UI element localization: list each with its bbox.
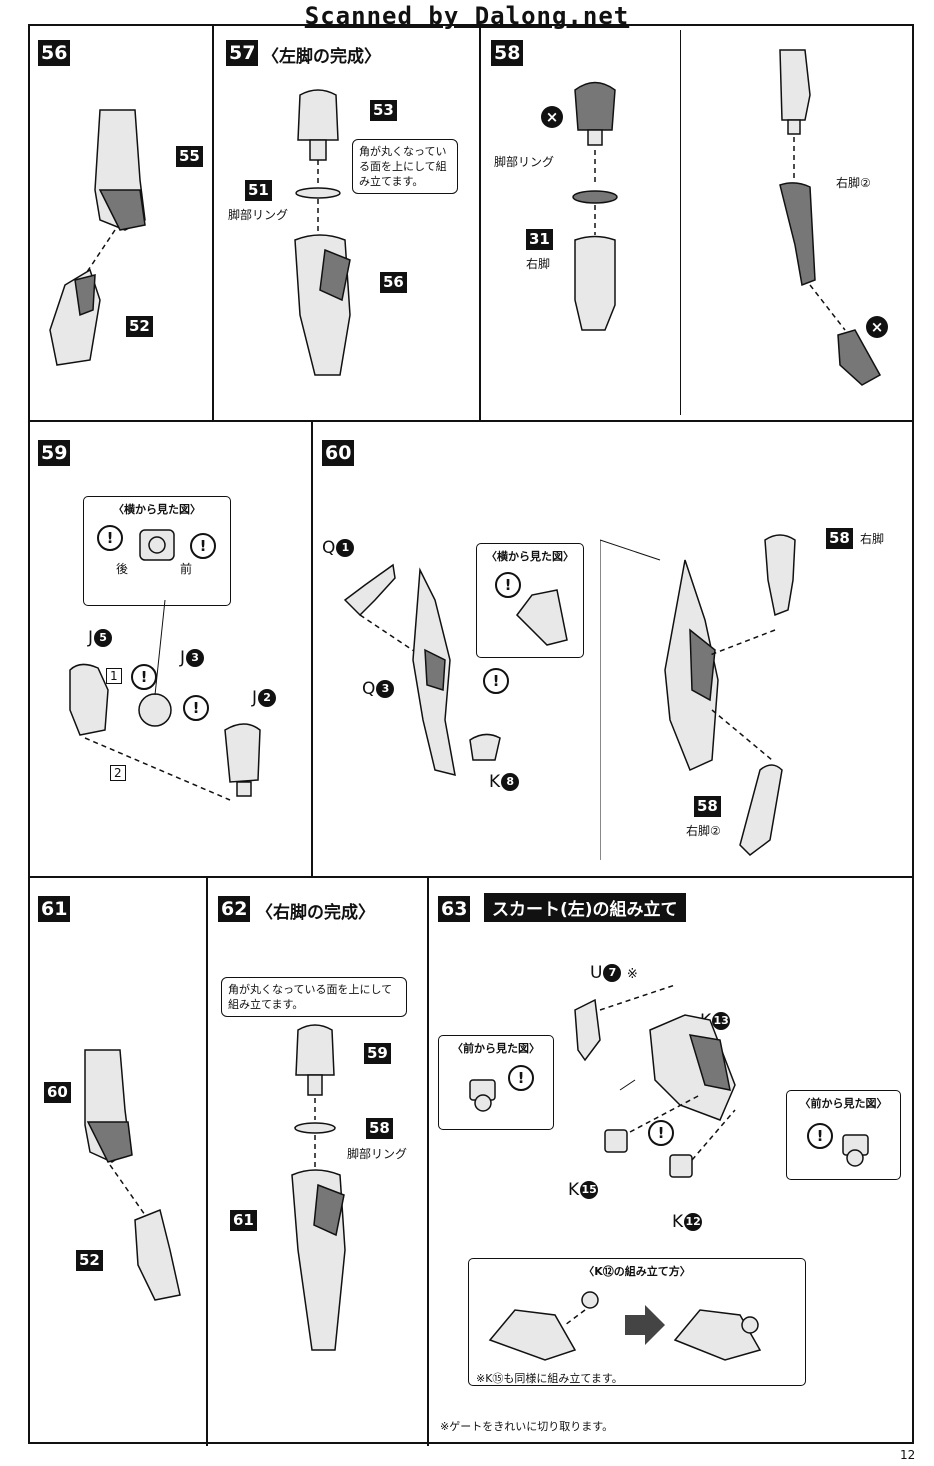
leg-assembly-illustration: [294, 89, 351, 376]
assembly-note: 角が丸くなっている面を上にして組み立てます。: [352, 139, 458, 194]
armor-side-view: [516, 589, 568, 646]
ring-label: 脚部リング: [347, 1147, 408, 1161]
step-number: 60: [322, 440, 355, 466]
right-leg2-label: 右脚②: [686, 824, 721, 838]
caution-icon: !: [648, 1120, 674, 1146]
assembly-note: 角が丸くなっている面を上にして組み立てます。: [221, 977, 407, 1017]
part-number: 56: [380, 272, 407, 293]
front-label: 前: [180, 562, 193, 576]
part-number: 59: [364, 1043, 391, 1064]
panel-divider: [680, 30, 681, 415]
right-leg-illustration: [779, 49, 882, 386]
right-leg-label: 右脚: [860, 532, 885, 546]
caution-icon: !: [807, 1123, 833, 1149]
k12-assembly-illustration: [488, 1291, 762, 1361]
step-title: スカート(左)の組み立て: [484, 893, 686, 922]
caution-icon: !: [508, 1065, 534, 1091]
skirt-assembly-illustration: [574, 984, 736, 1178]
step-box: 1: [106, 668, 122, 684]
caution-icon: !: [183, 695, 209, 721]
part-front-view: [469, 1079, 496, 1112]
caution-icon: !: [97, 525, 123, 551]
step-title: 〈右脚の完成〉: [256, 903, 375, 923]
step-number: 58: [491, 40, 524, 66]
step-box: 2: [110, 765, 126, 781]
ring-label: 脚部リング: [228, 208, 289, 222]
part-number: 52: [76, 1250, 103, 1271]
joint-assembly-illustration: [69, 600, 261, 801]
gate-note: ※ゲートをきれいに切り取ります。: [440, 1420, 614, 1433]
step-number: 57: [226, 40, 259, 66]
leg-illustration: [49, 109, 146, 366]
front-view-inset: 〈前から見た図〉: [438, 1035, 554, 1130]
part-number: 58: [826, 528, 853, 549]
k12-note: ※K⑮も同様に組み立てます。: [476, 1372, 623, 1385]
part-front-view: [842, 1134, 869, 1167]
part-number: 60: [44, 1082, 71, 1103]
step-number: 62: [218, 896, 251, 922]
right-leg-label: 右脚: [526, 257, 551, 271]
joint-side-view: [139, 529, 175, 561]
row-divider-2: [28, 876, 914, 878]
col-divider: [206, 876, 208, 1446]
step-number: 63: [438, 896, 471, 922]
page-number: 12: [900, 1448, 916, 1462]
part-number: 53: [370, 100, 397, 121]
part-number: 31: [526, 229, 553, 250]
ring-label: 脚部リング: [494, 155, 555, 169]
col-divider: [311, 420, 313, 878]
part-number: 61: [230, 1210, 257, 1231]
cross-icon: ×: [866, 316, 888, 338]
caution-icon: !: [131, 664, 157, 690]
part-number: 58: [366, 1118, 393, 1139]
leg-assembly-illustration: [291, 1024, 346, 1351]
leg-illustration: [84, 1049, 181, 1301]
col-divider: [479, 24, 481, 422]
step-number: 56: [38, 40, 71, 66]
page-frame: [28, 24, 914, 1444]
caution-icon: !: [190, 533, 216, 559]
col-divider: [427, 876, 429, 1446]
part-number: 52: [126, 316, 153, 337]
step-title: 〈左脚の完成〉: [262, 47, 381, 67]
caution-icon: !: [495, 572, 521, 598]
row-divider-1: [28, 420, 914, 422]
leg-ring-illustration: [572, 81, 618, 331]
part-number: 51: [245, 180, 272, 201]
back-label: 後: [116, 562, 129, 576]
caution-icon: !: [483, 668, 509, 694]
step-number: 61: [38, 896, 71, 922]
leg-assembly-2: [600, 534, 796, 860]
cross-icon: ×: [541, 106, 563, 128]
col-divider: [212, 24, 214, 422]
step-number: 59: [38, 440, 71, 466]
part-number: 55: [176, 146, 203, 167]
part-number: 58: [694, 796, 721, 817]
right-leg2-label: 右脚②: [836, 176, 871, 190]
leg-armor-illustration: [343, 563, 501, 777]
